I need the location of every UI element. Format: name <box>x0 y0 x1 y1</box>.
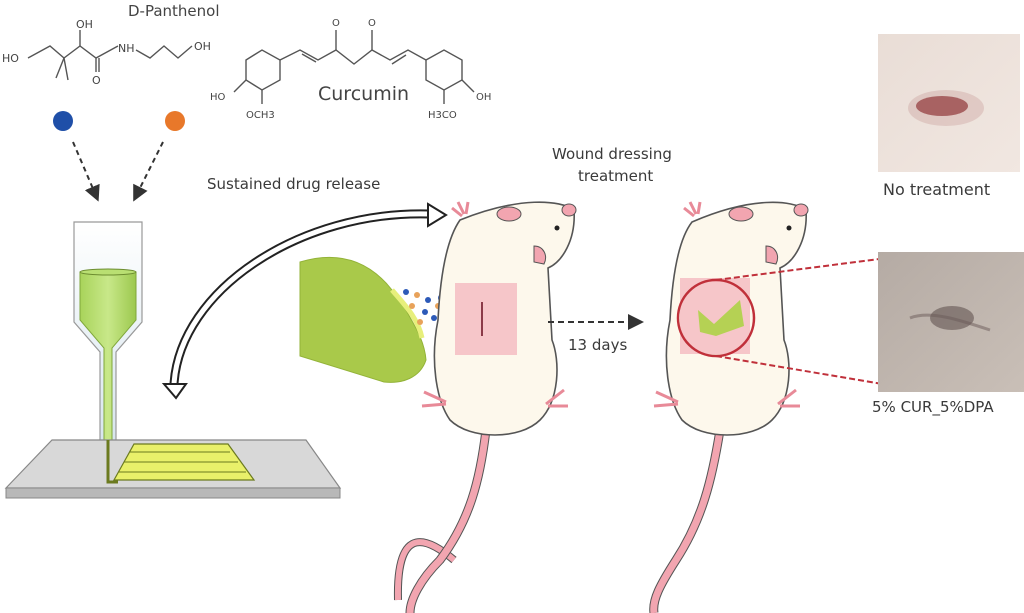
curcumin-title: Curcumin <box>318 83 409 105</box>
curcumin-h3co-label: H3CO <box>428 110 457 121</box>
panthenol-title: D-Panthenol <box>128 2 220 20</box>
rat-treated <box>649 201 809 613</box>
dressing-patch <box>698 300 744 336</box>
scaffold-patch <box>299 256 427 383</box>
wound-dressing-label-line2: treatment <box>578 167 654 185</box>
treated-label: 5% CUR_5%DPA <box>872 398 994 416</box>
wound-area <box>455 283 517 355</box>
panthenol-nh-label: NH <box>118 42 135 55</box>
sustained-release-label: Sustained drug release <box>207 175 381 193</box>
zoom-line-top <box>715 253 919 281</box>
curcumin-o1-label: O <box>332 18 340 29</box>
curved-arrow-head <box>427 202 448 228</box>
curved-arrow-tail <box>161 383 188 400</box>
curcumin-dot <box>165 111 185 131</box>
panthenol-oh2-label: OH <box>194 40 211 53</box>
curcumin-och3-label: OCH3 <box>246 110 275 121</box>
rat-untreated <box>393 201 577 613</box>
curcumin-oh-label: OH <box>476 92 491 103</box>
panthenol-ho-label: HO <box>2 52 19 65</box>
zoom-line-bottom <box>715 355 919 391</box>
duration-label: 13 days <box>568 336 628 354</box>
wound-dressing-label-line1: Wound dressing <box>552 145 672 163</box>
curcumin-ho-label: HO <box>210 92 226 103</box>
photo-treated <box>878 252 1024 392</box>
panthenol-o-label: O <box>92 74 101 87</box>
panthenol-oh-label: OH <box>76 18 93 31</box>
photo-no-treatment <box>878 34 1020 172</box>
curcumin-arrow <box>133 141 164 202</box>
curcumin-o2-label: O <box>368 18 376 29</box>
curcumin-structure <box>233 30 475 104</box>
d-panthenol-structure <box>27 30 193 81</box>
panthenol-arrow <box>72 141 100 202</box>
panthenol-dot <box>53 111 73 131</box>
curved-arrow-fill <box>171 211 431 385</box>
print-plate <box>4 439 342 499</box>
control-label: No treatment <box>883 180 991 199</box>
